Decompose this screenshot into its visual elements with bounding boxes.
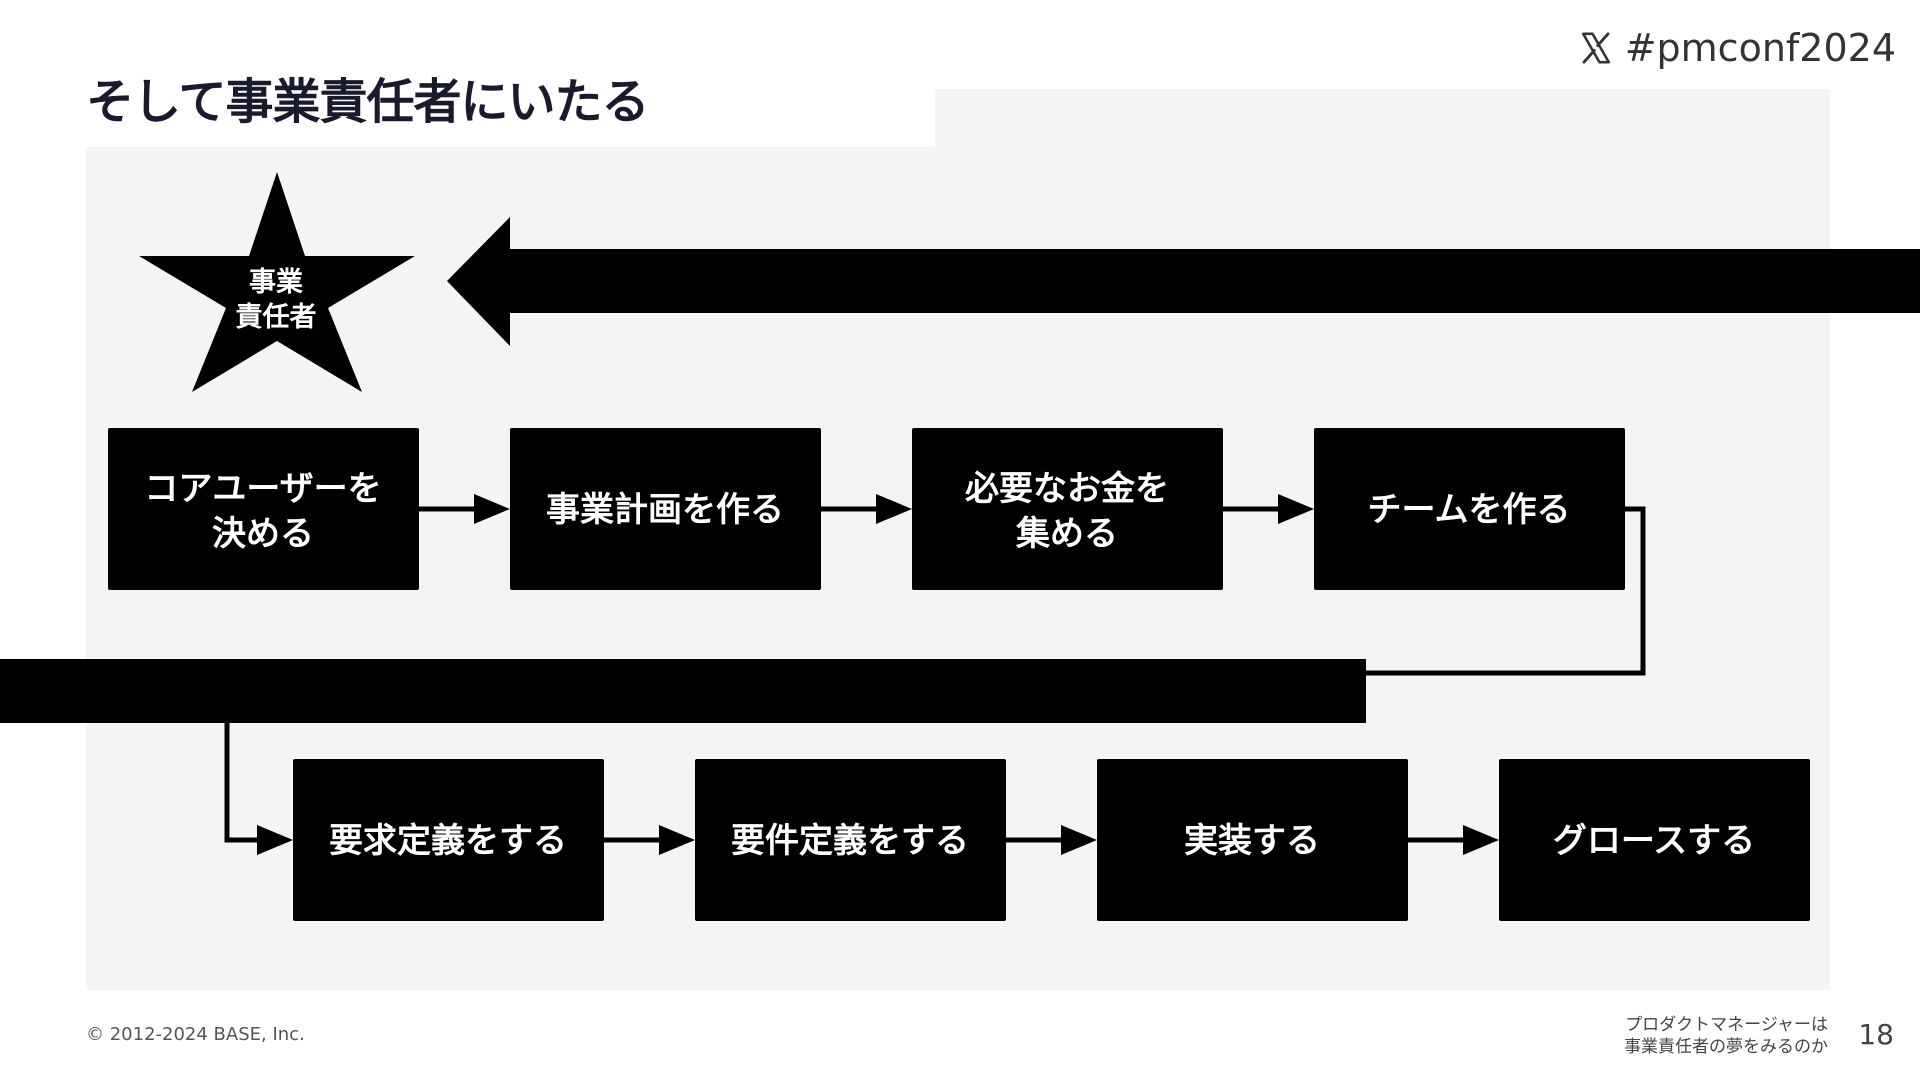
page-title: そして事業責任者にいたる — [86, 74, 650, 130]
step-box-implementation — [1097, 759, 1408, 921]
step-label-raise-money-line1: 必要なお金を — [965, 469, 1169, 509]
star-label-line2: 責任者 — [236, 302, 317, 333]
x-logo-icon — [1581, 32, 1610, 64]
connector-team-to-bar — [1366, 506, 1646, 676]
arrow-row1-1 — [419, 494, 510, 524]
hashtag-text: #pmconf2024 — [1624, 26, 1896, 70]
step-box-build-team — [1314, 428, 1625, 590]
arrow-row1-2 — [821, 494, 912, 524]
step-label-requirements-definition: 要求定義をする — [329, 821, 567, 861]
step-box-raise-money — [912, 428, 1223, 590]
footer-subtitle-line1: プロダクトマネージャーは — [1625, 1015, 1828, 1035]
step-label-specification-definition: 要件定義をする — [731, 821, 969, 861]
arrow-row2-3 — [1408, 825, 1499, 855]
step-label-build-team: チームを作る — [1368, 490, 1571, 530]
arrow-row2-1 — [604, 825, 695, 855]
step-label-raise-money-line2: 集める — [1015, 514, 1118, 554]
step-box-core-users — [108, 428, 419, 590]
footer-subtitle: プロダクトマネージャーは 事業責任者の夢をみるのか — [1624, 1014, 1828, 1058]
arrow-row2-2 — [1006, 825, 1097, 855]
step-label-core-users-line2: 決める — [212, 514, 314, 554]
arrow-row1-3 — [1223, 494, 1314, 524]
star-label-line1: 事業 — [249, 267, 303, 298]
hashtag: #pmconf2024 — [1579, 26, 1896, 70]
step-box-business-plan — [510, 428, 821, 590]
copyright: © 2012-2024 BASE, Inc. — [86, 1024, 305, 1045]
footer-subtitle-line2: 事業責任者の夢をみるのか — [1624, 1037, 1828, 1057]
step-box-requirements-definition — [293, 759, 604, 921]
step-label-business-plan: 事業計画を作る — [546, 490, 784, 530]
step-label-implementation: 実装する — [1184, 821, 1320, 861]
step-box-specification-definition — [695, 759, 1006, 921]
big-arrow-to-star — [447, 217, 1920, 346]
step-box-growth — [1499, 759, 1810, 921]
step-label-growth: グロースする — [1553, 821, 1755, 861]
star-shape — [139, 172, 415, 392]
step-label-core-users-line1: コアユーザーを — [144, 469, 381, 509]
connector-bar-to-row2 — [224, 723, 293, 855]
big-horizontal-bar — [0, 659, 1366, 723]
page-number: 18 — [1858, 1018, 1894, 1051]
